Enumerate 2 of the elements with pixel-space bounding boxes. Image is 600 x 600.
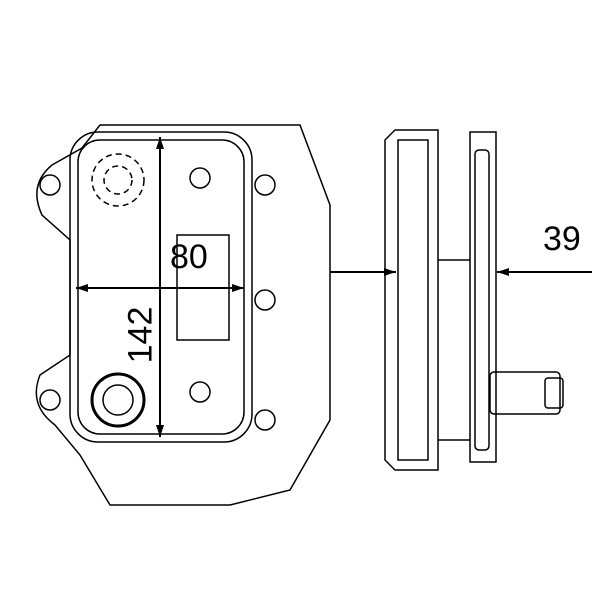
dimension-value: 39: [543, 222, 581, 256]
dimension-value: 142: [123, 306, 158, 364]
